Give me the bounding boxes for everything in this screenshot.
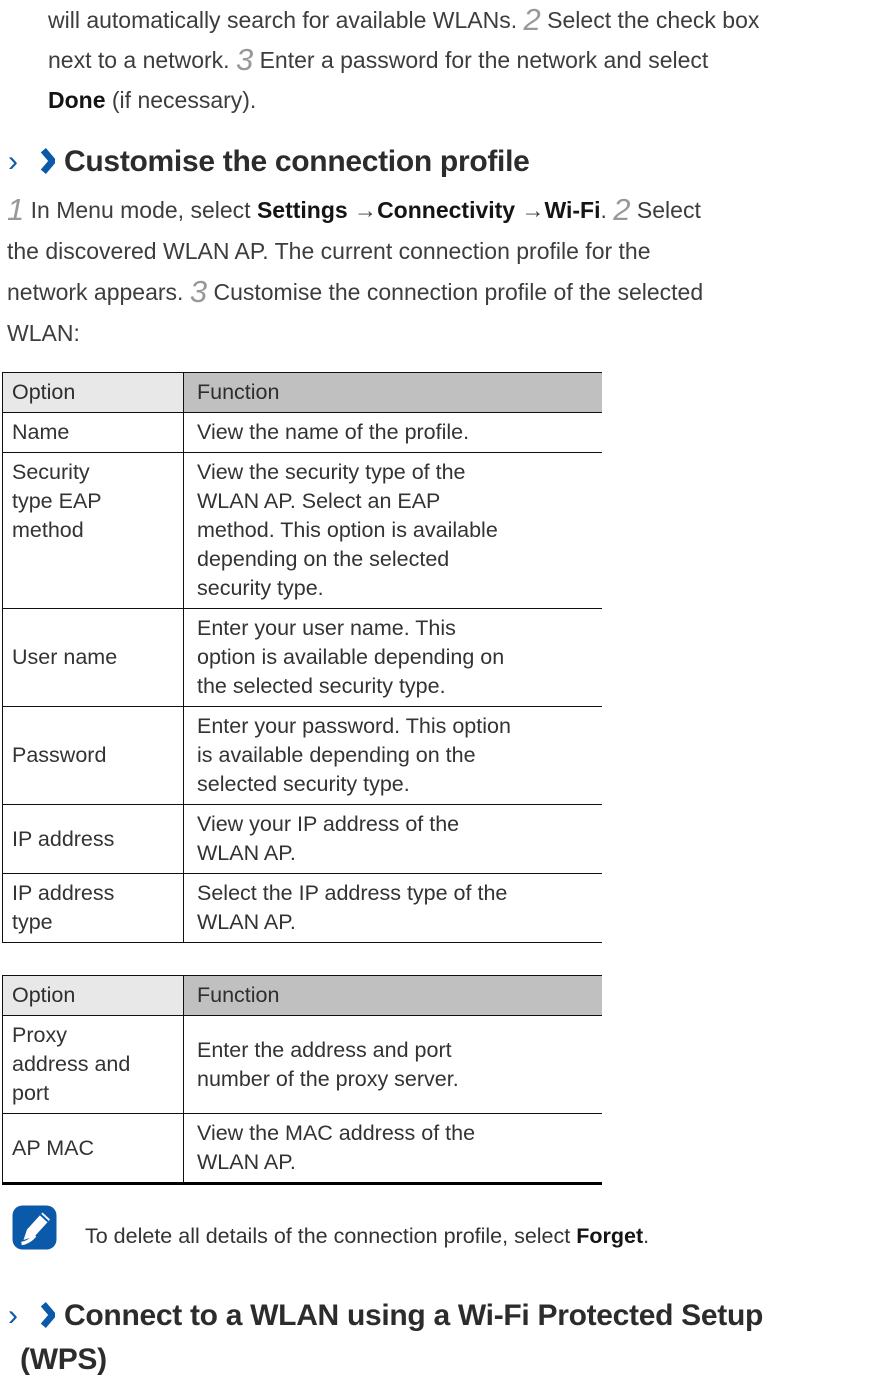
text-line: method: [12, 518, 84, 542]
text-line: WLAN:: [7, 320, 80, 346]
text-line: depending on the selected: [197, 547, 450, 571]
heading-line: › Customise the connection profile: [0, 140, 530, 184]
table-row: Proxy address and port Enter the address an…: [2, 1015, 603, 1114]
text-line: View the MAC address of the: [197, 1121, 476, 1145]
section-chevron-icon: ›: [8, 1299, 18, 1332]
paragraph-wlan-search: will automatically search for available …: [48, 0, 759, 120]
note-pencil-icon: [12, 1205, 57, 1250]
text-line: Enter the address and port: [197, 1037, 452, 1062]
text-line: port: [12, 1081, 50, 1105]
text-line: is available depending on the: [197, 743, 476, 767]
text-line: Name: [12, 420, 70, 444]
text-line: WLAN AP. Select an EAP: [197, 489, 441, 513]
function-cell: View the name of the profile.: [184, 413, 603, 453]
text-line: number of the proxy server.: [197, 1066, 459, 1091]
option-cell: User name: [2, 608, 184, 707]
step-number: 1: [7, 192, 25, 227]
text-line: selected security type.: [197, 772, 410, 796]
text-line: the selected security type.: [197, 674, 446, 698]
text-line: WLAN AP.: [197, 910, 296, 934]
function-cell: Enter the address and port number of the …: [184, 1016, 603, 1114]
option-cell: Password: [2, 706, 184, 805]
column-header-option: Option: [2, 975, 184, 1016]
text-line: Enter your password. This option: [197, 714, 511, 738]
heading-arrow-icon: [40, 1302, 57, 1328]
option-cell: Security type EAP method: [2, 452, 184, 609]
section-heading-customise-profile: › Customise the connection profile: [0, 140, 530, 184]
bold-term: Connectivity: [377, 197, 516, 223]
text-line: network appears. 3 Customise the connect…: [7, 274, 704, 309]
text-line: option is available depending on: [197, 645, 505, 669]
table-row: User name Enter your user name. This optio…: [2, 608, 603, 707]
column-header-function: Function: [183, 372, 602, 413]
function-cell: Enter your password. This option is avail…: [184, 707, 603, 805]
step-number: 3: [235, 42, 254, 77]
heading-arrow-icon: [40, 148, 57, 174]
heading-text: Customise the connection profile: [64, 145, 530, 178]
text-line: IP address: [12, 881, 115, 905]
text-line: Enter your user name. This: [197, 616, 456, 640]
text-line: the discovered WLAN AP. The current conn…: [7, 238, 651, 264]
text-line: AP MAC: [12, 1135, 95, 1160]
text-line: Password: [12, 743, 107, 767]
text-line: User name: [12, 645, 118, 669]
option-cell: Proxy address and port: [2, 1015, 184, 1114]
option-cell: IP address type: [2, 873, 184, 943]
step-number: 2: [523, 2, 541, 37]
text-line: 1 In Menu mode, select Settings →Connect…: [7, 192, 701, 227]
forget-profile-note: To delete all details of the connection …: [12, 1205, 649, 1250]
function-cell: Enter your user name. This option is avai…: [184, 609, 603, 707]
text-line: will automatically search for available …: [48, 2, 760, 37]
text-line: View your IP address of the: [197, 812, 460, 836]
text-line: type EAP: [12, 489, 102, 513]
text-line: WLAN AP.: [197, 1150, 296, 1174]
heading-text: Connect to a WLAN using a Wi-Fi Protecte…: [64, 1299, 764, 1332]
text-line: Security: [12, 460, 90, 484]
text-line: Select the IP address type of the: [197, 881, 508, 905]
option-cell: AP MAC: [2, 1113, 184, 1184]
note-text: To delete all details of the connection …: [85, 1224, 650, 1248]
text-line: View the name of the profile.: [197, 420, 470, 444]
text-line: method. This option is available: [197, 518, 498, 542]
text-line: next to a network. 3 Enter a password fo…: [48, 42, 709, 77]
option-cell: IP address: [2, 804, 184, 874]
paragraph-customise-steps: 1 In Menu mode, select Settings →Connect…: [7, 190, 703, 354]
bold-term: Settings: [256, 197, 348, 223]
table-row: IP address type Select the IP address type…: [2, 873, 603, 943]
text-line: Done (if necessary).: [48, 87, 257, 113]
table-row: Password Enter your password. This option…: [2, 706, 603, 805]
section-chevron-icon: ›: [8, 145, 18, 178]
text-line: IP address: [12, 826, 115, 851]
column-header-function: Function: [183, 975, 602, 1016]
heading-text: (WPS): [20, 1343, 107, 1376]
section-heading-connect-wps: › Connect to a WLAN using a Wi-Fi Protec…: [0, 1294, 763, 1382]
bold-term: Done: [48, 87, 106, 113]
text-line: WLAN AP.: [197, 841, 296, 865]
bold-term: Wi-Fi: [544, 197, 601, 223]
table-row: Name View the name of the profile.: [2, 412, 603, 453]
text-line: address and: [12, 1052, 131, 1076]
step-number: 2: [613, 192, 631, 227]
text-line: Proxy: [12, 1023, 67, 1047]
table-row: Security type EAP method View the security …: [2, 452, 603, 609]
text-line: security type.: [197, 576, 324, 600]
step-number: 3: [189, 274, 208, 309]
heading-line: › Connect to a WLAN using a Wi-Fi Protec…: [0, 1294, 763, 1338]
option-cell: Name: [2, 412, 184, 453]
bold-term: Forget: [576, 1224, 644, 1248]
text-line: type: [12, 910, 53, 934]
text-line: View the security type of the: [197, 460, 466, 484]
column-header-option: Option: [2, 372, 184, 413]
